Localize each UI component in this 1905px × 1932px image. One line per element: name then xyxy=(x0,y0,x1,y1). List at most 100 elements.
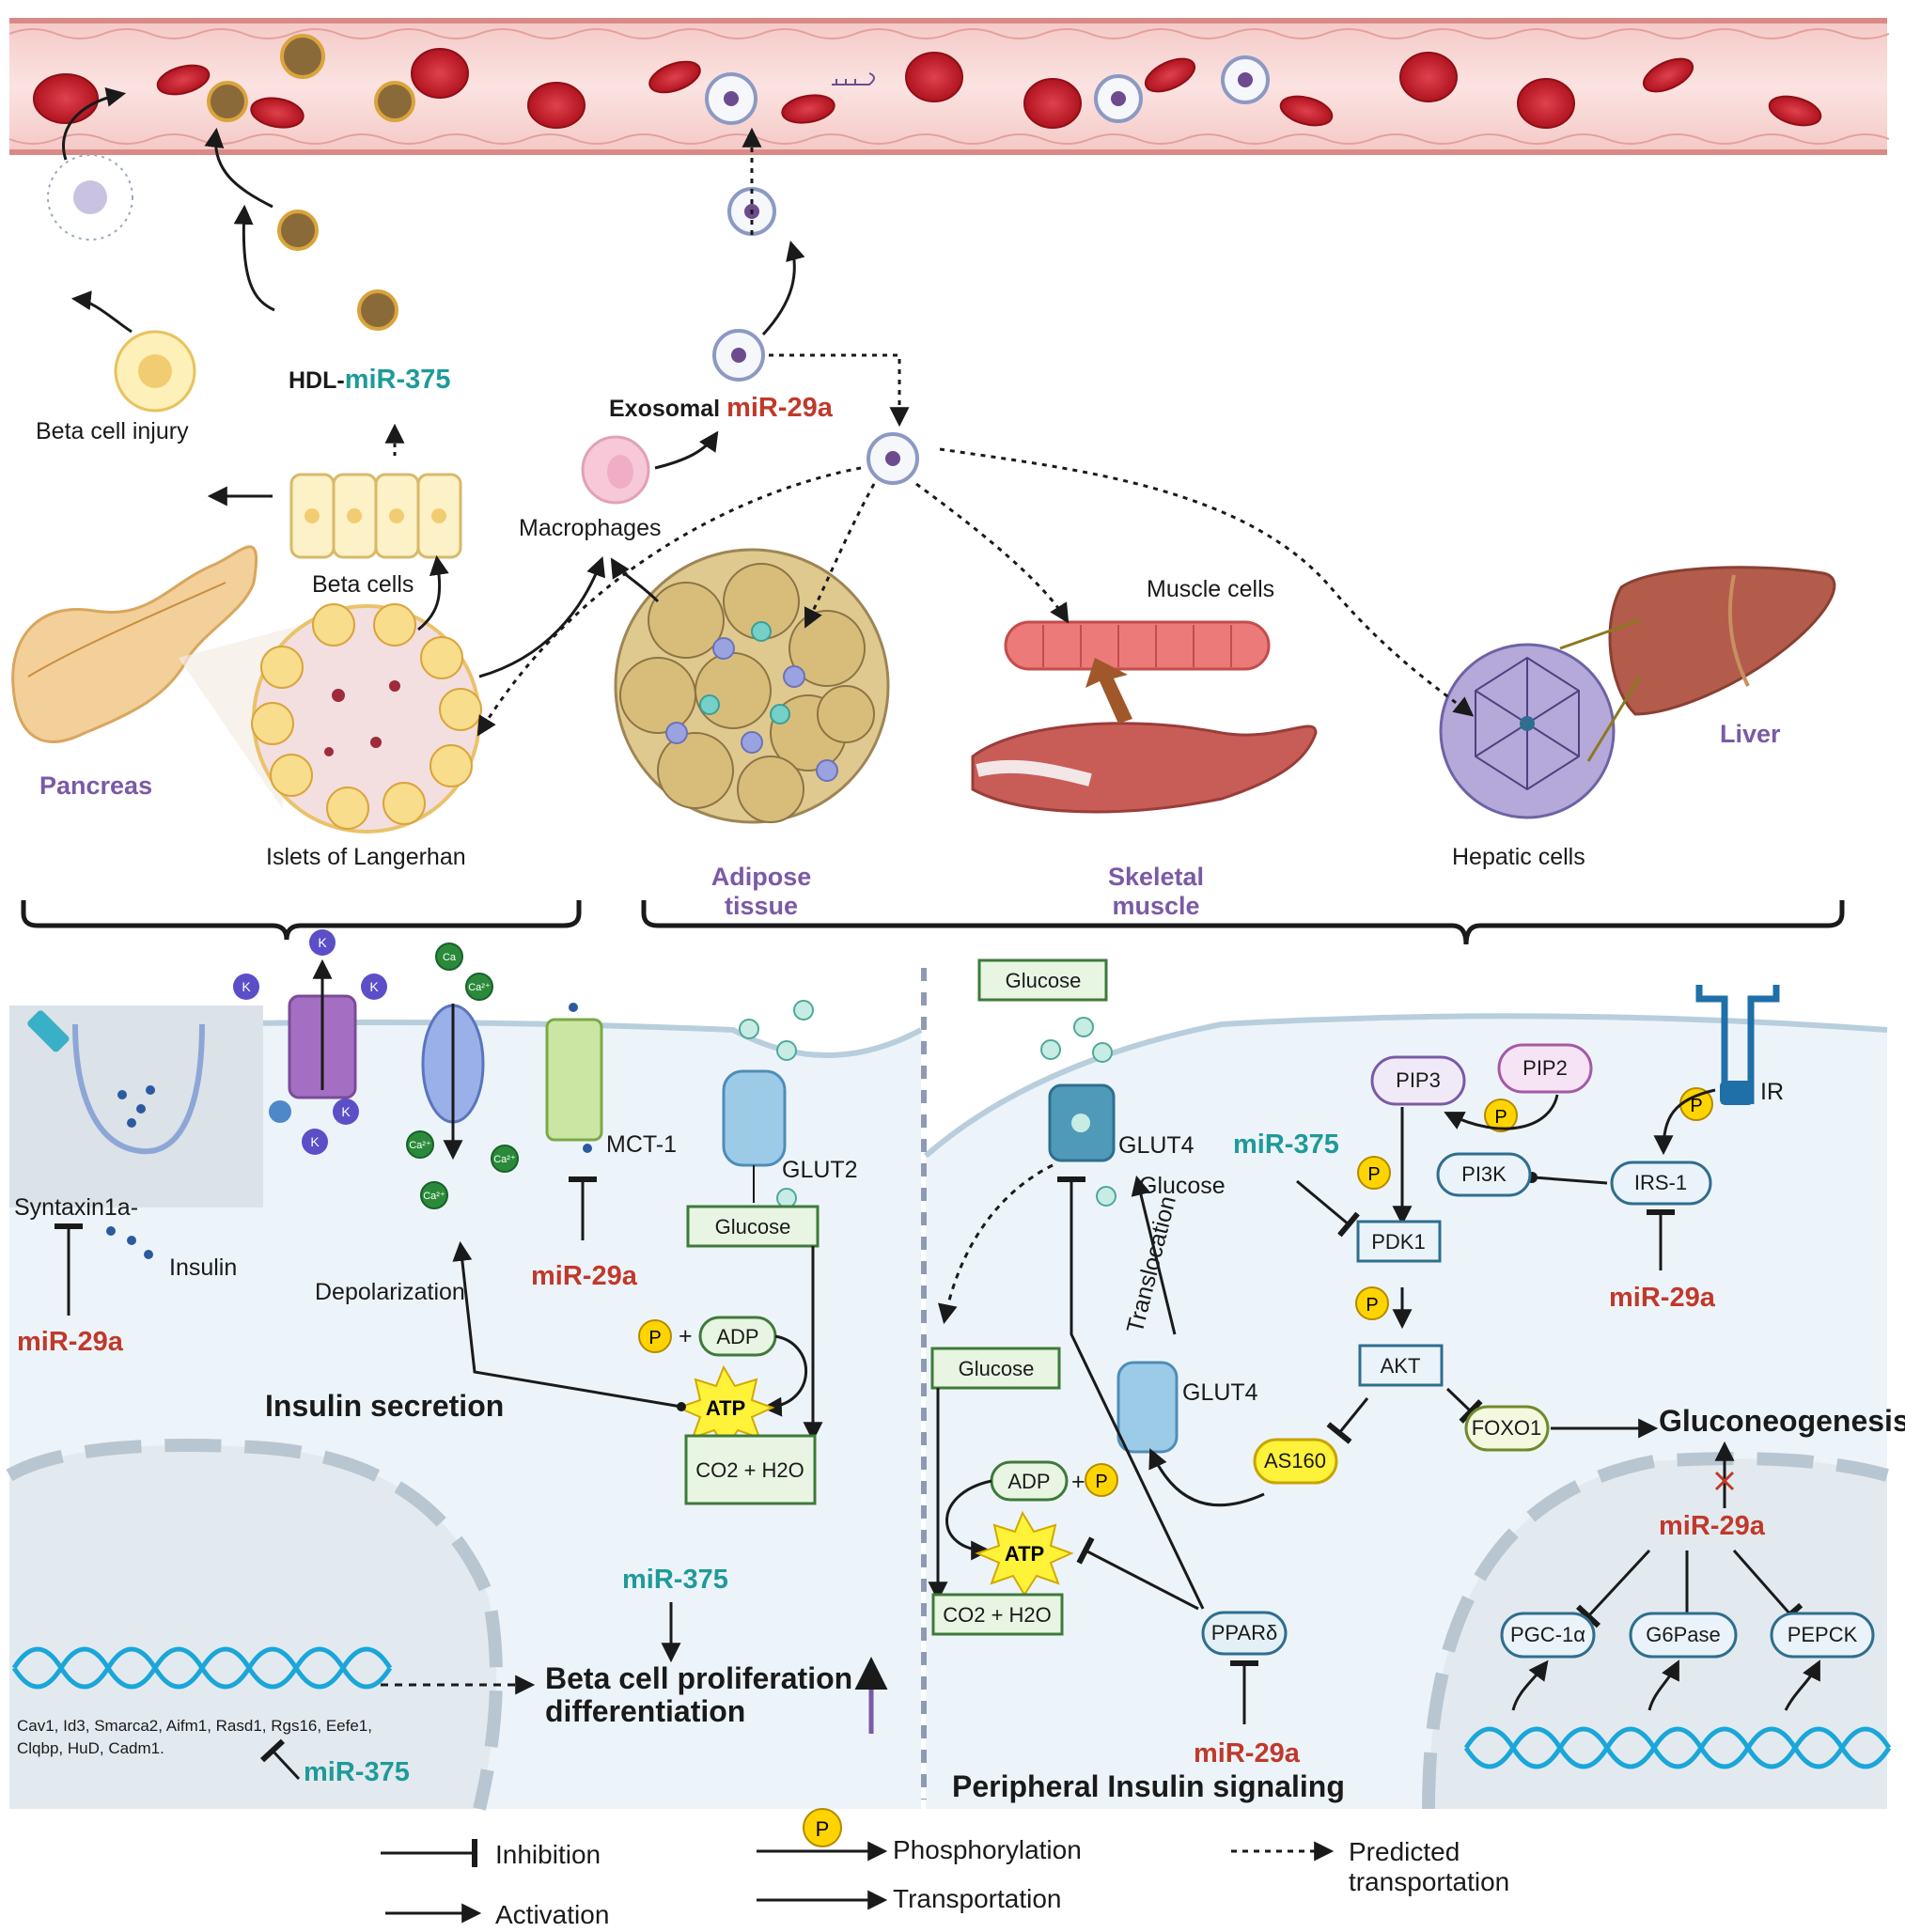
svg-text:PIP2: PIP2 xyxy=(1522,1056,1568,1080)
glut2-transporter xyxy=(722,1069,787,1167)
beta-cells-label: Beta cells xyxy=(312,571,414,598)
hdl-particle xyxy=(207,81,248,122)
hdl-particle xyxy=(357,289,398,331)
svg-text:P: P xyxy=(1095,1472,1107,1492)
insulin-secretion-title: Insulin secretion xyxy=(265,1389,504,1423)
mir375-genes-label: miR-375 xyxy=(304,1757,410,1787)
svg-text:CO2 + H2O: CO2 + H2O xyxy=(695,1458,804,1482)
svg-text:FOXO1: FOXO1 xyxy=(1472,1416,1542,1440)
svg-text:Ca: Ca xyxy=(443,952,457,963)
gene-list-line2: Clqbp, HuD, Cadm1. xyxy=(17,1739,164,1757)
svg-text:P: P xyxy=(816,1817,830,1841)
svg-text:Glucose: Glucose xyxy=(959,1357,1035,1380)
blocked-cross-icon xyxy=(1714,1471,1735,1491)
mir29a-gluco-label: miR-29a xyxy=(1659,1511,1766,1541)
red-blood-cell xyxy=(905,52,963,102)
gluconeogenesis-label: Gluconeogenesis xyxy=(1659,1404,1905,1438)
insulin-granules xyxy=(106,1085,155,1259)
svg-text:Ca²⁺: Ca²⁺ xyxy=(468,982,491,993)
skeletal-muscle-organ xyxy=(971,722,1318,814)
foxo1-box xyxy=(1464,1405,1550,1452)
svg-text:PEPCK: PEPCK xyxy=(1788,1623,1858,1646)
svg-text:P: P xyxy=(1366,1295,1378,1316)
svg-text:AKT: AKT xyxy=(1381,1354,1421,1378)
depolarization-label: Depolarization xyxy=(315,1279,465,1305)
akt-box xyxy=(1358,1344,1444,1387)
svg-text:+: + xyxy=(1071,1469,1085,1495)
syntaxin-protein xyxy=(27,1010,70,1052)
beta-prolif-label-line2: differentiation xyxy=(545,1694,745,1728)
red-blood-cell xyxy=(156,64,211,96)
muscle-cell xyxy=(1004,620,1271,671)
injured-beta-cell-nucleus xyxy=(138,354,172,388)
svg-text:ADP: ADP xyxy=(716,1325,758,1348)
mir29a-ppard-label: miR-29a xyxy=(1194,1738,1301,1768)
syntaxin-label: Syntaxin1a- xyxy=(14,1194,138,1221)
irs1-box xyxy=(1610,1161,1712,1206)
mct1-label: MCT-1 xyxy=(606,1131,677,1158)
svg-text:+: + xyxy=(679,1323,693,1349)
svg-text:PI3K: PI3K xyxy=(1461,1162,1507,1186)
insulin-receptor xyxy=(1695,985,1780,1104)
potassium-ions xyxy=(233,929,387,1155)
calcium-ions xyxy=(406,943,519,1209)
gene-list: Cav1, Id3, Smarca2, Aifm1, Rasd1, Rgs16,… xyxy=(17,1717,372,1735)
pdk1-box xyxy=(1356,1220,1442,1263)
svg-text:CO2 + H2O: CO2 + H2O xyxy=(943,1603,1052,1627)
svg-text:K: K xyxy=(310,1134,320,1149)
red-blood-cell xyxy=(33,73,99,124)
liver-label: Liver xyxy=(1720,720,1781,748)
red-blood-cell xyxy=(1399,52,1458,102)
macrophage-nucleus xyxy=(607,455,633,489)
svg-text:Glucose: Glucose xyxy=(1006,969,1082,992)
mct1-transporter xyxy=(545,1018,603,1142)
red-blood-cell xyxy=(1642,57,1694,93)
glucose-box-left xyxy=(686,1205,820,1248)
islet-cells xyxy=(251,603,482,830)
svg-text:Ca²⁺: Ca²⁺ xyxy=(493,1154,516,1165)
red-blood-cell xyxy=(1279,95,1334,127)
right-cell-membrane xyxy=(924,1013,1888,1159)
svg-text:ADP: ADP xyxy=(1007,1470,1050,1493)
svg-text:P: P xyxy=(1367,1164,1380,1185)
as160-box xyxy=(1253,1438,1338,1485)
svg-text:K: K xyxy=(341,1104,351,1119)
svg-text:PGC-1α: PGC-1α xyxy=(1510,1623,1585,1646)
svg-text:P: P xyxy=(1690,1096,1702,1116)
pepck-box xyxy=(1770,1612,1875,1659)
svg-text:P: P xyxy=(1494,1107,1507,1128)
liver-organ xyxy=(1608,566,1836,716)
phosphate-icon xyxy=(1355,1286,1389,1320)
g6pase-box xyxy=(1629,1612,1738,1659)
receptor-kinase xyxy=(1720,1081,1754,1105)
pi3k-box xyxy=(1436,1152,1532,1197)
ir-label: IR xyxy=(1760,1079,1784,1105)
hepatic-label: Hepatic cells xyxy=(1452,844,1585,870)
dna-helix-right xyxy=(1463,1726,1892,1769)
hdl-mir375-label: HDL-miR-375 xyxy=(289,365,451,395)
phosphate-icon xyxy=(638,1319,672,1353)
mir375-pdk1-label: miR-375 xyxy=(1233,1130,1339,1160)
hdl-particle xyxy=(374,81,415,122)
hepatic-cells xyxy=(1439,643,1616,819)
phosphate-icon xyxy=(1357,1156,1391,1190)
blood-vessel xyxy=(8,18,1890,155)
phosphate-icon xyxy=(1085,1463,1118,1497)
svg-text:Ca²⁺: Ca²⁺ xyxy=(423,1191,445,1202)
skeletal-label: Skeletal xyxy=(1108,863,1204,891)
legend-transportation-label: Transportation xyxy=(893,1884,1062,1913)
legend-predicted-label-line2: transportation xyxy=(1349,1867,1509,1896)
red-blood-cell xyxy=(1023,78,1082,129)
glut4-membrane-label: GLUT4 xyxy=(1118,1132,1195,1159)
brace-left xyxy=(21,900,582,941)
pgc1a-box xyxy=(1500,1612,1596,1659)
svg-text:K: K xyxy=(318,935,327,950)
svg-text:K: K xyxy=(369,979,379,994)
glucose-intracellular-label: Glucose xyxy=(1139,1173,1226,1199)
glucose-molecules-right xyxy=(1040,1017,1116,1207)
red-blood-cell xyxy=(250,97,304,129)
co2-box-right xyxy=(931,1593,1064,1636)
peripheral-signaling-title: Peripheral Insulin signaling xyxy=(952,1769,1345,1803)
mir375-prolif-label: miR-375 xyxy=(622,1565,728,1595)
